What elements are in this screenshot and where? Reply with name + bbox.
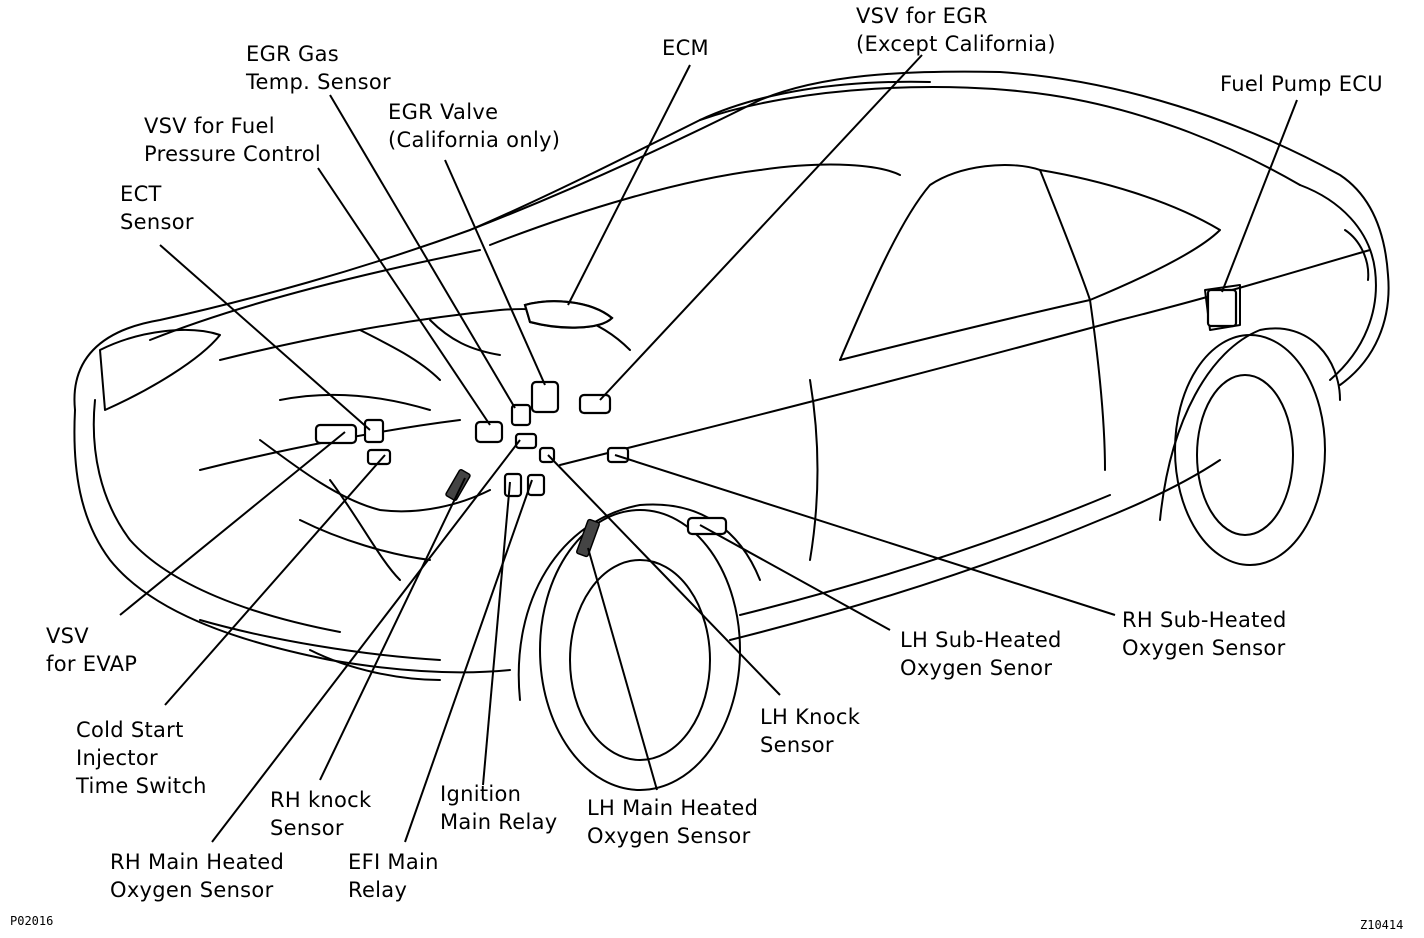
label-line: Pressure Control xyxy=(144,142,322,166)
label-line: Oxygen Senor xyxy=(900,656,1053,680)
label-line: Temp. Sensor xyxy=(246,70,391,94)
label-line: (California only) xyxy=(388,128,561,152)
label-line: VSV for Fuel xyxy=(144,114,275,138)
label-line: EFI Main xyxy=(348,850,439,874)
label-line: VSV xyxy=(46,624,89,648)
label-line: VSV for EGR xyxy=(856,4,988,28)
leader-lines xyxy=(119,54,1298,843)
label-line: Relay xyxy=(348,878,408,902)
label-line: RH knock xyxy=(270,788,372,812)
label-rh-sub-heated-oxygen-sensor: RH Sub-Heated Oxygen Sensor xyxy=(1122,606,1287,662)
label-line: Sensor xyxy=(120,210,194,234)
label-ect-sensor: ECT Sensor xyxy=(120,180,194,236)
label-line: Main Relay xyxy=(440,810,558,834)
label-lh-sub-heated-oxygen-sensor: LH Sub-Heated Oxygen Senor xyxy=(900,626,1062,682)
label-line: LH Sub-Heated xyxy=(900,628,1062,652)
label-egr-gas-temp-sensor: EGR Gas Temp. Sensor xyxy=(246,40,391,96)
label-efi-main-relay: EFI Main Relay xyxy=(348,848,439,904)
label-line: Sensor xyxy=(270,816,344,840)
label-line: Oxygen Sensor xyxy=(1122,636,1286,660)
label-ecm: ECM xyxy=(662,34,709,62)
label-fuel-pump-ecu: Fuel Pump ECU xyxy=(1220,70,1383,98)
label-line: RH Sub-Heated xyxy=(1122,608,1287,632)
label-line: Injector xyxy=(76,746,158,770)
label-rh-knock-sensor: RH knock Sensor xyxy=(270,786,371,842)
label-lh-knock-sensor: LH Knock Sensor xyxy=(760,703,860,759)
label-egr-valve: EGR Valve (California only) xyxy=(388,98,560,154)
label-line: LH Main Heated xyxy=(587,796,759,820)
label-line: for EVAP xyxy=(46,652,138,676)
label-lh-main-heated-oxygen-sensor: LH Main Heated Oxygen Sensor xyxy=(587,794,758,850)
label-vsv-for-egr: VSV for EGR (Except California) xyxy=(856,2,1056,58)
label-line: ECM xyxy=(662,36,709,60)
label-ignition-main-relay: Ignition Main Relay xyxy=(440,780,558,836)
label-line: RH Main Heated xyxy=(110,850,285,874)
label-vsv-for-evap: VSV for EVAP xyxy=(46,622,137,678)
label-vsv-for-fuel-pressure-control: VSV for Fuel Pressure Control xyxy=(144,112,321,168)
label-line: Sensor xyxy=(760,733,834,757)
label-line: Ignition xyxy=(440,782,522,806)
figure-code-left: P02016 xyxy=(10,914,54,928)
components xyxy=(314,288,1238,558)
figure-code-right: Z10414 xyxy=(1360,918,1404,932)
label-line: (Except California) xyxy=(856,32,1056,56)
label-cold-start-injector-time-switch: Cold Start Injector Time Switch xyxy=(76,716,207,800)
label-line: Time Switch xyxy=(76,774,207,798)
label-line: EGR Gas xyxy=(246,42,339,66)
label-line: Oxygen Sensor xyxy=(110,878,274,902)
label-line: EGR Valve xyxy=(388,100,499,124)
label-line: Cold Start xyxy=(76,718,184,742)
label-line: ECT xyxy=(120,182,162,206)
label-line: Fuel Pump ECU xyxy=(1220,72,1383,96)
car-body xyxy=(73,70,1390,791)
label-line: Oxygen Sensor xyxy=(587,824,751,848)
label-rh-main-heated-oxygen-sensor: RH Main Heated Oxygen Sensor xyxy=(110,848,284,904)
label-line: LH Knock xyxy=(760,705,861,729)
